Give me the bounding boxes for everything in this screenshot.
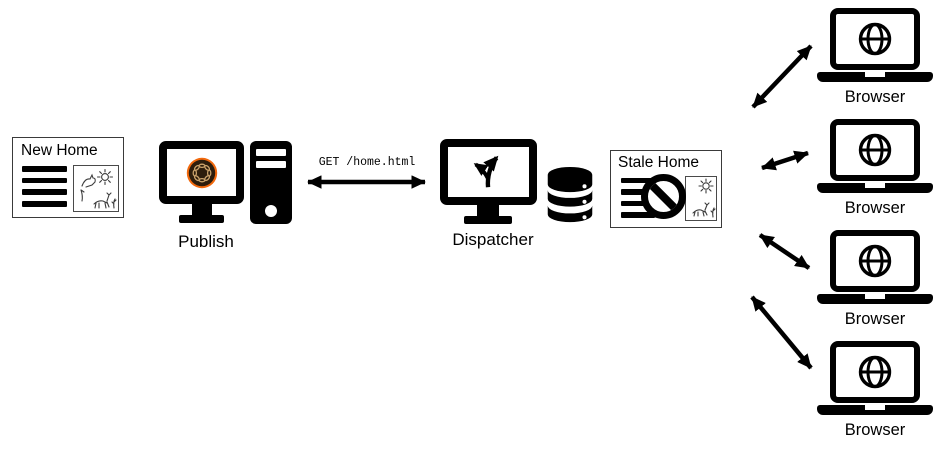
laptop-screen (830, 341, 920, 403)
text-line-bar (621, 200, 655, 207)
globe-icon (858, 355, 892, 389)
laptop-screen (830, 230, 920, 292)
laptop-base (817, 405, 933, 415)
nature-image-icon (685, 176, 717, 221)
browser-label: Browser (844, 88, 906, 106)
monitor-stand-base (464, 216, 512, 224)
monitor-stand (477, 205, 499, 216)
database-icon (547, 166, 593, 223)
text-line-bar (22, 189, 67, 195)
monitor-icon (159, 141, 244, 204)
document-text-lines (621, 178, 655, 224)
request-label: GET /home.html (318, 156, 416, 169)
text-line-bar (621, 189, 655, 195)
browser-laptop: Browser (817, 8, 933, 107)
connection-arrow (761, 150, 809, 171)
document-text-lines (22, 166, 67, 213)
connection-arrow (751, 44, 813, 109)
laptop-screen (830, 8, 920, 70)
browser-label: Browser (844, 310, 906, 328)
monitor-stand (192, 203, 212, 216)
laptop-base (817, 183, 933, 193)
tower-slot (256, 161, 286, 168)
laptop-screen (830, 119, 920, 181)
aem-logo-icon (186, 157, 217, 188)
monitor-stand-base (179, 215, 224, 223)
document-title: New Home (21, 142, 98, 159)
tower-slot (256, 149, 286, 156)
laptop-base (817, 72, 933, 82)
globe-icon (858, 22, 892, 56)
text-line-bar (22, 201, 67, 207)
power-button-icon (265, 205, 277, 217)
globe-icon (858, 133, 892, 167)
monitor-icon (440, 139, 537, 205)
nature-image-icon (73, 165, 119, 212)
text-line-bar (621, 212, 655, 218)
laptop-base (817, 294, 933, 304)
connection-arrow (750, 295, 813, 370)
browser-label: Browser (844, 421, 906, 439)
connection-arrow (758, 233, 811, 270)
text-line-bar (22, 177, 67, 184)
tower-pc-icon (250, 141, 292, 224)
text-line-bar (621, 178, 655, 184)
dispatcher-label: Dispatcher (452, 230, 534, 249)
prohibition-icon (641, 174, 686, 219)
browser-laptop: Browser (817, 341, 933, 440)
publish-label: Publish (178, 232, 234, 251)
browser-laptop: Browser (817, 119, 933, 218)
browser-label: Browser (844, 199, 906, 217)
split-arrow-icon (473, 155, 498, 188)
text-line-bar (22, 166, 67, 172)
new-home-document: New Home (12, 137, 124, 218)
browser-laptop: Browser (817, 230, 933, 329)
stale-home-document: Stale Home (610, 150, 722, 228)
globe-icon (858, 244, 892, 278)
prohibition-slash (648, 181, 679, 212)
document-title: Stale Home (618, 154, 699, 171)
